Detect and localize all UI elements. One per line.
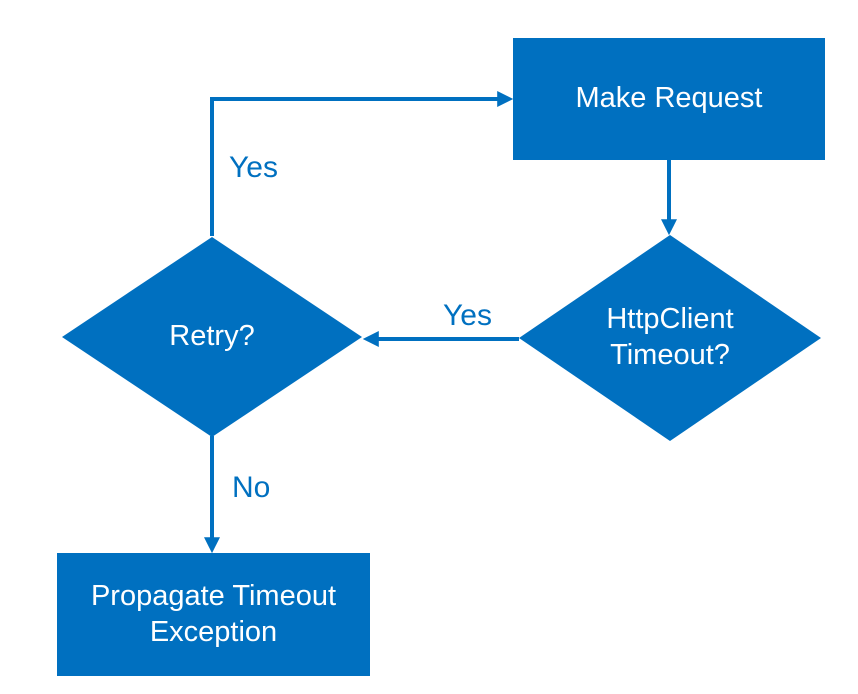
edge-label-retry-to-make-request: Yes	[229, 151, 278, 184]
node-make-request-label: Make Request	[575, 82, 763, 115]
node-propagate-line1: Propagate Timeout	[90, 579, 337, 612]
node-retry: Retry?	[62, 237, 362, 437]
node-httpclient-timeout-line1: HttpClient	[606, 303, 734, 336]
edge-label-timeout-to-retry: Yes	[443, 299, 492, 332]
node-propagate-label: Propagate Timeout Exception	[91, 579, 336, 651]
node-propagate-line2: Exception	[149, 615, 278, 648]
node-retry-label: Retry?	[169, 320, 255, 353]
node-propagate-timeout-exception: Propagate Timeout Exception	[57, 553, 370, 676]
node-httpclient-timeout: HttpClient Timeout?	[519, 235, 821, 441]
node-make-request: Make Request	[513, 38, 825, 160]
edge-label-retry-to-propagate: No	[232, 471, 271, 504]
node-httpclient-timeout-line2: Timeout?	[610, 339, 730, 371]
node-httpclient-timeout-label: HttpClient Timeout?	[606, 302, 733, 374]
